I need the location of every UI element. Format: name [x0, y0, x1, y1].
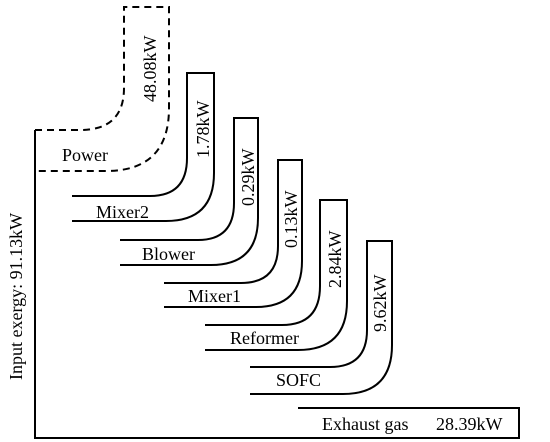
- blower-branch-outline: [120, 117, 259, 266]
- mixer1-label: Mixer1: [188, 286, 241, 306]
- input-exergy-label: Input exergy: 91.13kW: [6, 213, 26, 380]
- mixer2-branch-outline: [72, 72, 215, 222]
- reformer-branch-outline: [205, 199, 348, 351]
- power-value: 48.08kW: [140, 36, 160, 103]
- exhaust-label: Exhaust gas: [322, 414, 408, 434]
- mixer2-label: Mixer2: [96, 202, 149, 222]
- blower-label: Blower: [142, 244, 195, 264]
- input-trunk-outline: [34, 130, 520, 439]
- reformer-value: 2.84kW: [325, 231, 345, 289]
- mixer1-value: 0.13kW: [281, 191, 301, 249]
- power-branch-outline: [35, 6, 170, 172]
- reformer-label: Reformer: [230, 328, 299, 348]
- mixer1-branch-outline: [164, 159, 303, 308]
- sofc-label: SOFC: [276, 370, 321, 390]
- sofc-branch-outline: [250, 240, 393, 395]
- mixer2-value: 1.78kW: [193, 101, 213, 159]
- power-label: Power: [62, 145, 108, 165]
- exhaust-value: 28.39kW: [436, 414, 503, 434]
- blower-value: 0.29kW: [238, 149, 258, 207]
- sofc-value: 9.62kW: [370, 275, 390, 333]
